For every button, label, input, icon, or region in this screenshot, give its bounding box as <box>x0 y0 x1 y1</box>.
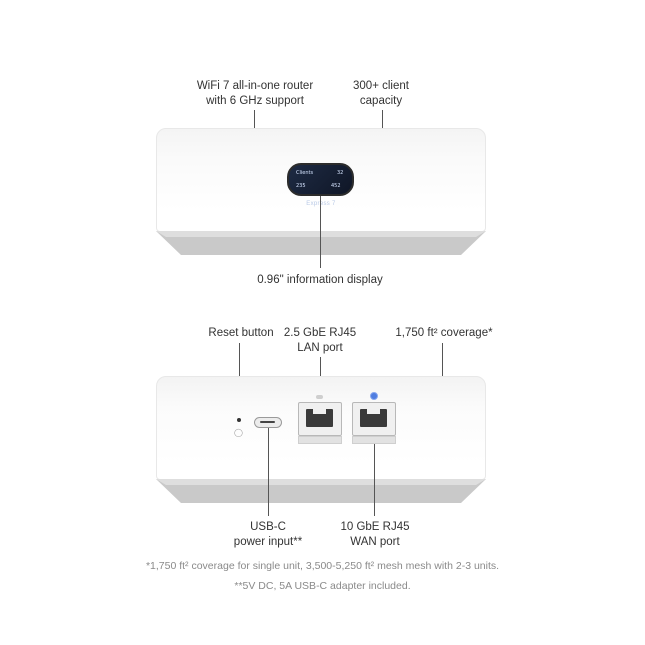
lan-port <box>298 402 342 436</box>
reset-callout-label: Reset button <box>208 327 274 339</box>
display-up: 452 <box>331 183 341 189</box>
usb-callout-line <box>268 428 269 516</box>
usb-callout-label: USB-C power input** <box>223 520 313 550</box>
clients-callout-line1: 300+ client <box>353 80 409 92</box>
wifi-callout-label: WiFi 7 all-in-one router with 6 GHz supp… <box>180 79 330 109</box>
lan-callout-line2: LAN port <box>297 342 343 354</box>
router-back-base <box>156 479 486 503</box>
display-count: 32 <box>337 170 344 176</box>
clients-callout-label: 300+ client capacity <box>336 79 426 109</box>
lan-port-label-strip <box>298 436 342 444</box>
wifi-callout-line1: WiFi 7 all-in-one router <box>196 80 314 92</box>
usb-c-port <box>254 417 282 428</box>
wan-callout-label: 10 GbE RJ45 WAN port <box>325 520 425 550</box>
reset-button <box>237 418 241 422</box>
clients-callout-line <box>382 110 383 128</box>
router-front-base <box>156 231 486 255</box>
wifi-callout-line2: with 6 GHz support <box>206 95 304 107</box>
device-brand-logo: Express 7 <box>306 201 336 207</box>
wan-callout-line <box>374 444 375 516</box>
wan-callout-line2: WAN port <box>350 536 400 548</box>
lan-callout-line1: 2.5 GbE RJ45 <box>283 327 357 339</box>
lan-callout-line <box>320 357 321 391</box>
wan-port <box>352 402 396 436</box>
lan-callout-label: 2.5 GbE RJ45 LAN port <box>275 326 365 356</box>
wifi-callout-line <box>254 110 255 128</box>
coverage-callout-label: 1,750 ft² coverage* <box>395 327 493 339</box>
display-title: Clients <box>296 170 314 176</box>
footnote-coverage: *1,750 ft² coverage for single unit, 3,5… <box>145 560 500 572</box>
footnote-adapter: **5V DC, 5A USB-C adapter included. <box>234 580 411 592</box>
wan-callout-line1: 10 GbE RJ45 <box>340 521 410 533</box>
display-callout-line <box>320 196 321 268</box>
wan-port-label-strip <box>352 436 396 444</box>
lan-led-icon <box>316 395 323 399</box>
wan-led-icon <box>370 392 378 400</box>
information-display: Clients 32 235 452 <box>287 163 354 196</box>
clients-callout-line2: capacity <box>359 95 403 107</box>
reset-icon: ◯ <box>234 428 243 437</box>
coverage-callout-line <box>442 343 443 376</box>
usb-callout-line1: USB-C <box>250 521 286 533</box>
display-callout-label: 0.96" information display <box>257 274 383 286</box>
display-down: 235 <box>296 183 306 189</box>
usb-callout-line2: power input** <box>233 536 303 548</box>
